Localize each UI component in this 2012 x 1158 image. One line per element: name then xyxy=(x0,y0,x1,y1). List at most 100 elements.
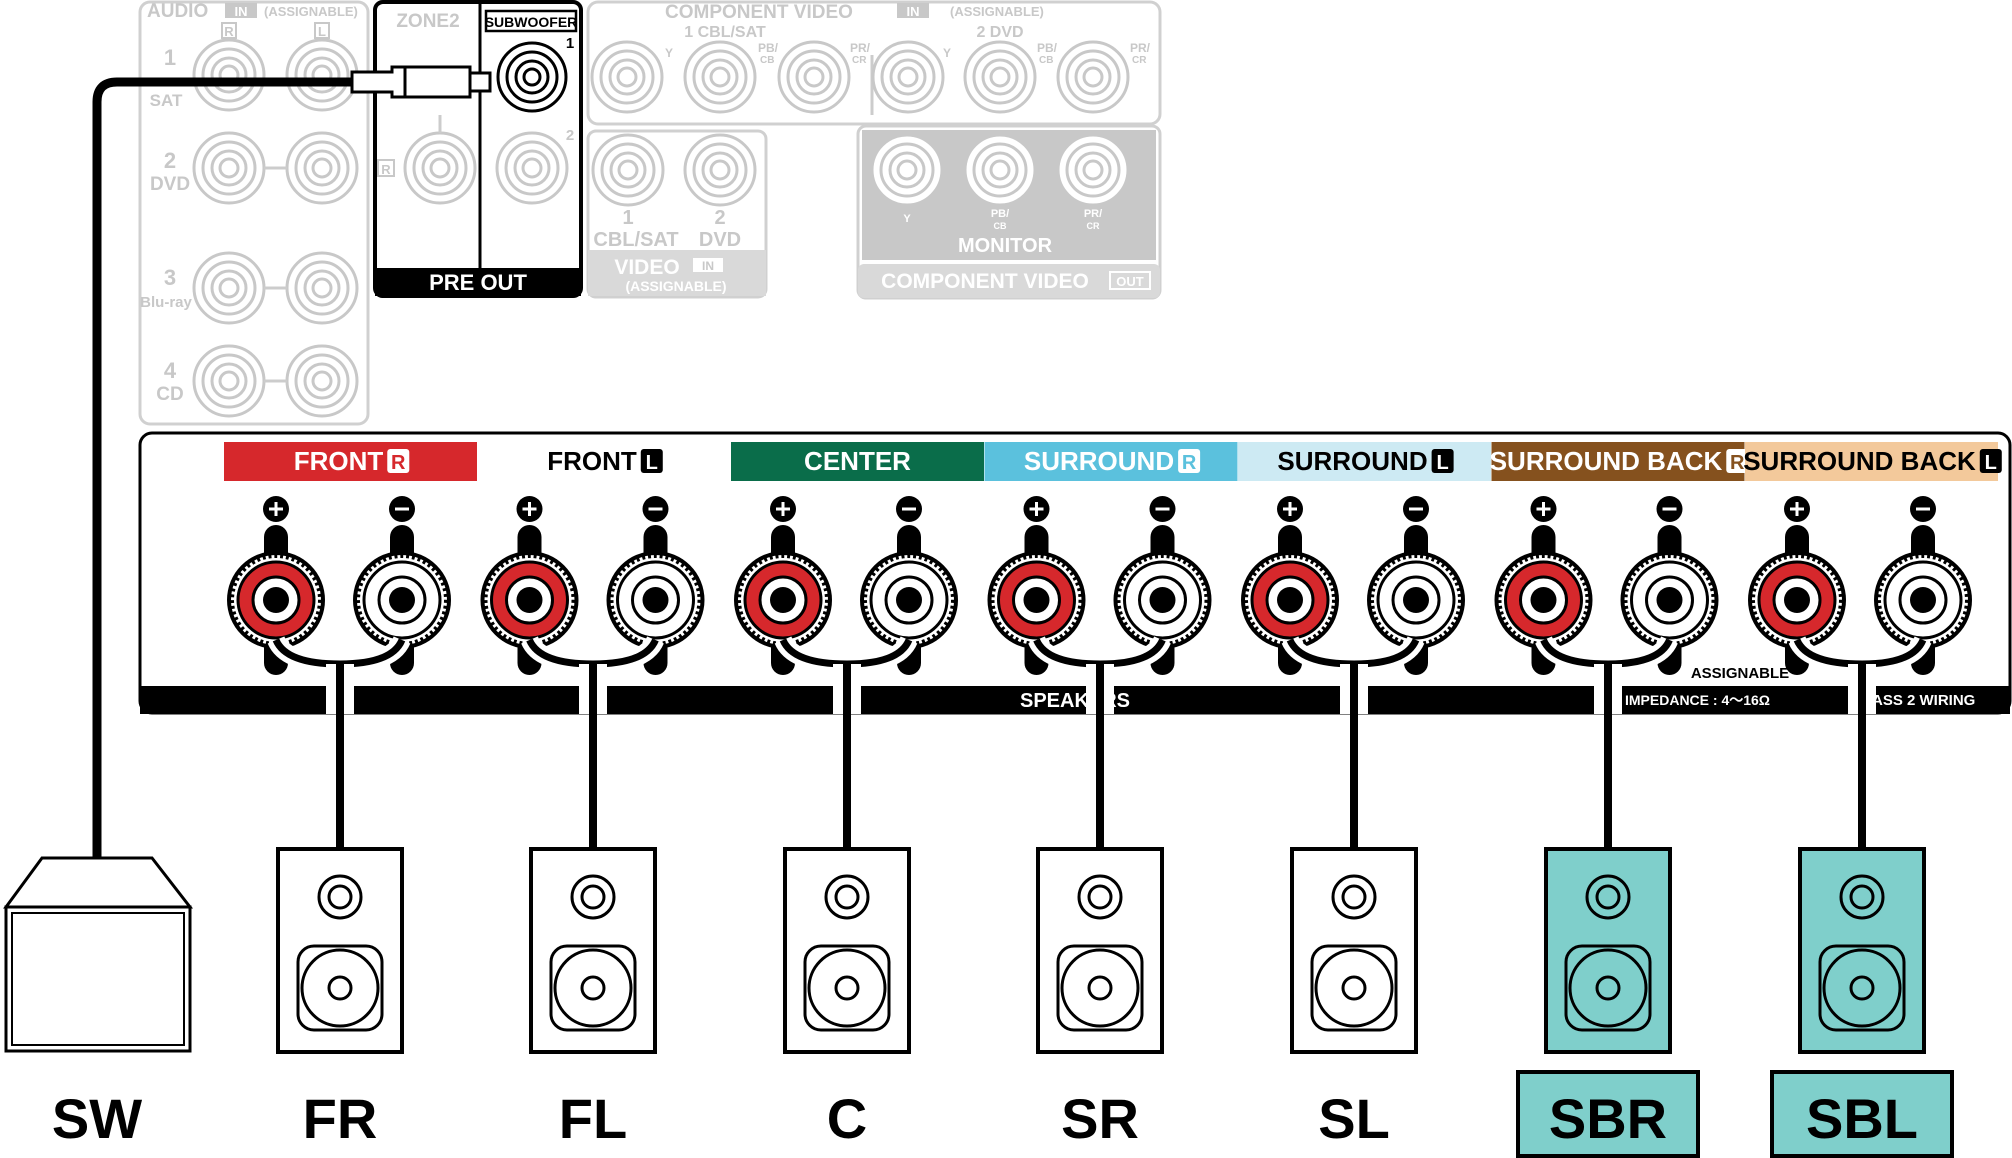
channel-name: SURROUND xyxy=(1024,446,1174,476)
speaker-terminal-negative[interactable] xyxy=(1620,525,1719,675)
woofer xyxy=(549,944,637,1032)
component-group-1: 1 CBL/SAT xyxy=(684,24,766,41)
audio-row-4-num: 4 xyxy=(164,358,177,383)
svg-text:CR: CR xyxy=(1132,55,1147,66)
speaker-cabinet xyxy=(1798,847,1926,1054)
speaker-cabinet xyxy=(1290,847,1418,1054)
speaker-cable xyxy=(774,635,918,848)
svg-text:Y: Y xyxy=(943,46,951,60)
speaker-cable xyxy=(1535,635,1678,848)
component-group-2: 2 DVD xyxy=(976,24,1023,41)
speaker-terminal-positive[interactable] xyxy=(1748,525,1846,675)
minus-symbol xyxy=(1910,496,1936,522)
video-in-2-num: 2 xyxy=(714,207,725,229)
component-out-badge: OUT xyxy=(1116,274,1144,289)
speaker-terminal-positive[interactable] xyxy=(1494,525,1593,675)
component-in-badge: IN xyxy=(907,4,920,19)
channel-banner-center: CENTER xyxy=(731,442,984,481)
channel-side: R xyxy=(1182,452,1197,474)
speaker-terminal-positive[interactable] xyxy=(987,525,1086,675)
subwoofer-jack-label: SUBWOOFER xyxy=(485,14,578,30)
video-in-1-num: 1 xyxy=(622,207,633,229)
speaker-cabinet xyxy=(783,847,911,1054)
svg-text:PB/: PB/ xyxy=(1037,41,1058,55)
subwoofer-2-label: 2 xyxy=(566,127,574,144)
tweeter xyxy=(1585,874,1631,920)
svg-text:PR/: PR/ xyxy=(1130,41,1151,55)
channel-side: L xyxy=(1985,452,1997,474)
svg-text:CB: CB xyxy=(1039,55,1053,66)
svg-text:R: R xyxy=(381,162,391,177)
tweeter xyxy=(317,874,363,920)
monitor-out-panel: Y PB/ CB PR/ CR MONITOR COMPONENT VIDEO … xyxy=(856,124,1162,300)
channel-side: L xyxy=(646,452,658,474)
channel-name: SURROUND xyxy=(1277,446,1427,476)
svg-text:PR/: PR/ xyxy=(1084,208,1102,220)
svg-text:CB: CB xyxy=(994,221,1007,231)
audio-row-3-name: Blu-ray xyxy=(140,294,192,311)
speaker-label-sbr: SBR xyxy=(1516,1070,1700,1158)
channel-side: R xyxy=(391,452,406,474)
channel-name: SURROUND BACK xyxy=(1490,446,1723,476)
pre-out-panel: ZONE2 SUBWOOFER 1 2 R PRE OUT xyxy=(373,0,583,298)
speaker-terminal-negative[interactable] xyxy=(860,525,958,675)
video-in-assignable: (ASSIGNABLE) xyxy=(625,278,726,294)
speaker-label-c: C xyxy=(827,1087,867,1150)
svg-text:CR: CR xyxy=(852,55,867,66)
minus-symbol xyxy=(642,496,669,522)
audio-row-1-name: SAT xyxy=(150,91,183,110)
speaker-cable xyxy=(1788,635,1932,848)
channel-side: R xyxy=(1730,452,1745,474)
plus-symbol xyxy=(1277,496,1303,522)
minus-symbol xyxy=(389,496,415,522)
speaker-terminal-negative[interactable] xyxy=(1367,525,1465,675)
channel-side: L xyxy=(1437,452,1449,474)
video-in-panel: 1 CBL/SAT 2 DVD VIDEO IN (ASSIGNABLE) xyxy=(586,129,768,299)
plus-symbol xyxy=(1530,496,1557,522)
channel-name: CENTER xyxy=(804,446,911,476)
speaker-terminal-negative[interactable] xyxy=(353,525,451,675)
speaker-cabinet xyxy=(529,847,657,1054)
speaker-label-fr: FR xyxy=(303,1087,378,1150)
woofer xyxy=(1310,944,1398,1032)
speaker-cable xyxy=(521,635,664,848)
subwoofer-cable xyxy=(92,65,492,858)
component-out-title: COMPONENT VIDEO xyxy=(881,270,1089,293)
channel-banner-surround-l: SURROUND L xyxy=(1238,442,1491,481)
audio-input-panel: AUDIO IN (ASSIGNABLE) R L 1 SAT 2 DVD 3 … xyxy=(138,0,370,426)
speaker-terminal-positive[interactable] xyxy=(227,525,325,675)
speaker-cable xyxy=(1028,635,1171,848)
speaker-label-sr: SR xyxy=(1061,1087,1139,1150)
speaker-terminal-negative[interactable] xyxy=(1874,525,1972,675)
svg-text:PB/: PB/ xyxy=(991,208,1009,220)
speaker-label-fl: FL xyxy=(559,1087,627,1150)
svg-text:PR/: PR/ xyxy=(850,41,871,55)
plus-symbol xyxy=(1023,496,1050,522)
tweeter xyxy=(824,874,870,920)
tweeter xyxy=(570,874,616,920)
subwoofer-1-label: 1 xyxy=(566,35,574,52)
svg-text:Y: Y xyxy=(665,46,673,60)
channel-banner-surround-back-r: SURROUND BACK R xyxy=(1490,442,1749,481)
speaker-terminal-positive[interactable] xyxy=(480,525,579,675)
component-video-in-panel: COMPONENT VIDEO IN (ASSIGNABLE) 1 CBL/SA… xyxy=(586,0,1162,126)
speaker-label-sbl: SBL xyxy=(1770,1070,1954,1158)
speaker-terminal-negative[interactable] xyxy=(606,525,705,675)
subwoofer-out-1-jack[interactable] xyxy=(496,41,568,113)
channel-name: SURROUND BACK xyxy=(1743,446,1976,476)
woofer xyxy=(1818,944,1906,1032)
video-in-2-name: DVD xyxy=(699,229,741,251)
speaker-terminal-negative[interactable] xyxy=(1113,525,1212,675)
video-in-title: VIDEO xyxy=(614,256,679,279)
minus-symbol xyxy=(896,496,922,522)
channel-name: FRONT xyxy=(547,446,637,476)
wiring-label: CLASS 2 WIRING xyxy=(1852,692,1975,709)
audio-row-3-num: 3 xyxy=(164,265,176,290)
speaker-terminal-positive[interactable] xyxy=(1241,525,1339,675)
speaker-name: SBR xyxy=(1549,1087,1667,1150)
minus-symbol xyxy=(1149,496,1176,522)
minus-symbol xyxy=(1403,496,1429,522)
video-in-badge: IN xyxy=(702,259,714,273)
